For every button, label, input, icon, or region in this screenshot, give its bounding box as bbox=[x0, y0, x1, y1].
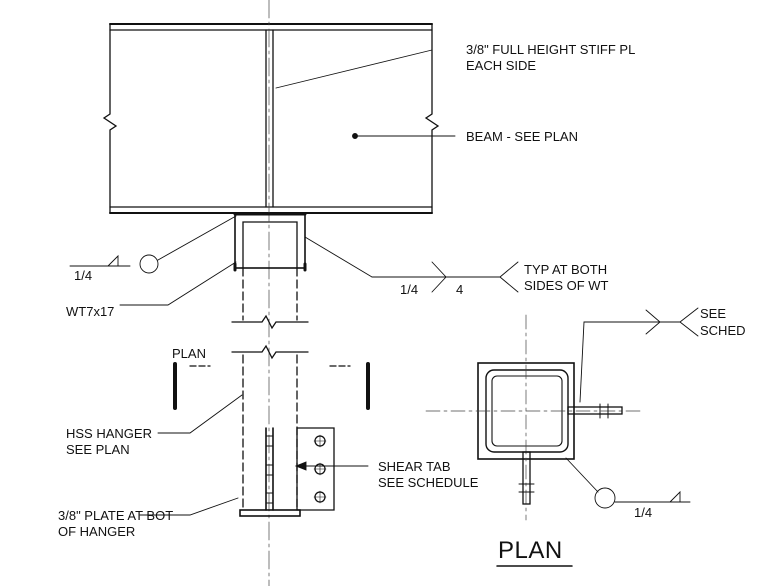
beam-elevation bbox=[102, 23, 440, 214]
stiff-pl-label-1: 3/8" FULL HEIGHT STIFF PL bbox=[466, 42, 636, 57]
hss-label-1: HSS HANGER bbox=[66, 426, 152, 441]
stiff-pl-label-2: EACH SIDE bbox=[466, 58, 537, 73]
weld-size-plan: 1/4 bbox=[634, 505, 653, 520]
shear-tab-label-2: SEE SCHEDULE bbox=[378, 475, 479, 490]
plan-leaders bbox=[565, 307, 699, 509]
weld-length-mid: 4 bbox=[456, 282, 464, 297]
hss-label-2: SEE PLAN bbox=[66, 442, 130, 457]
wt-section bbox=[233, 212, 307, 272]
weld-size-left: 1/4 bbox=[74, 268, 93, 283]
weld-size-mid: 1/4 bbox=[400, 282, 419, 297]
see-label: SEE bbox=[700, 306, 727, 321]
plan-view bbox=[425, 314, 641, 521]
stiffener-plate bbox=[265, 29, 274, 208]
plate-label-2: OF HANGER bbox=[58, 524, 136, 539]
hss-break bbox=[231, 314, 309, 360]
sched-label: SCHED bbox=[700, 323, 746, 338]
plate-label-1: 3/8" PLATE AT BOT bbox=[58, 508, 174, 523]
typ-label-1: TYP AT BOTH bbox=[524, 262, 608, 277]
beam-label: BEAM - SEE PLAN bbox=[466, 129, 578, 144]
shear-tab-elevation bbox=[265, 427, 335, 511]
wt-section-label: WT7x17 bbox=[66, 304, 115, 319]
bottom-plate bbox=[239, 509, 301, 517]
typ-label-2: SIDES OF WT bbox=[524, 278, 609, 293]
shear-tab-label-1: SHEAR TAB bbox=[378, 459, 451, 474]
plan-section-cut bbox=[173, 362, 370, 410]
plan-cut-label: PLAN bbox=[172, 346, 206, 361]
leaders bbox=[69, 49, 519, 516]
plan-title: PLAN bbox=[498, 537, 563, 564]
hss-hanger bbox=[242, 267, 298, 511]
